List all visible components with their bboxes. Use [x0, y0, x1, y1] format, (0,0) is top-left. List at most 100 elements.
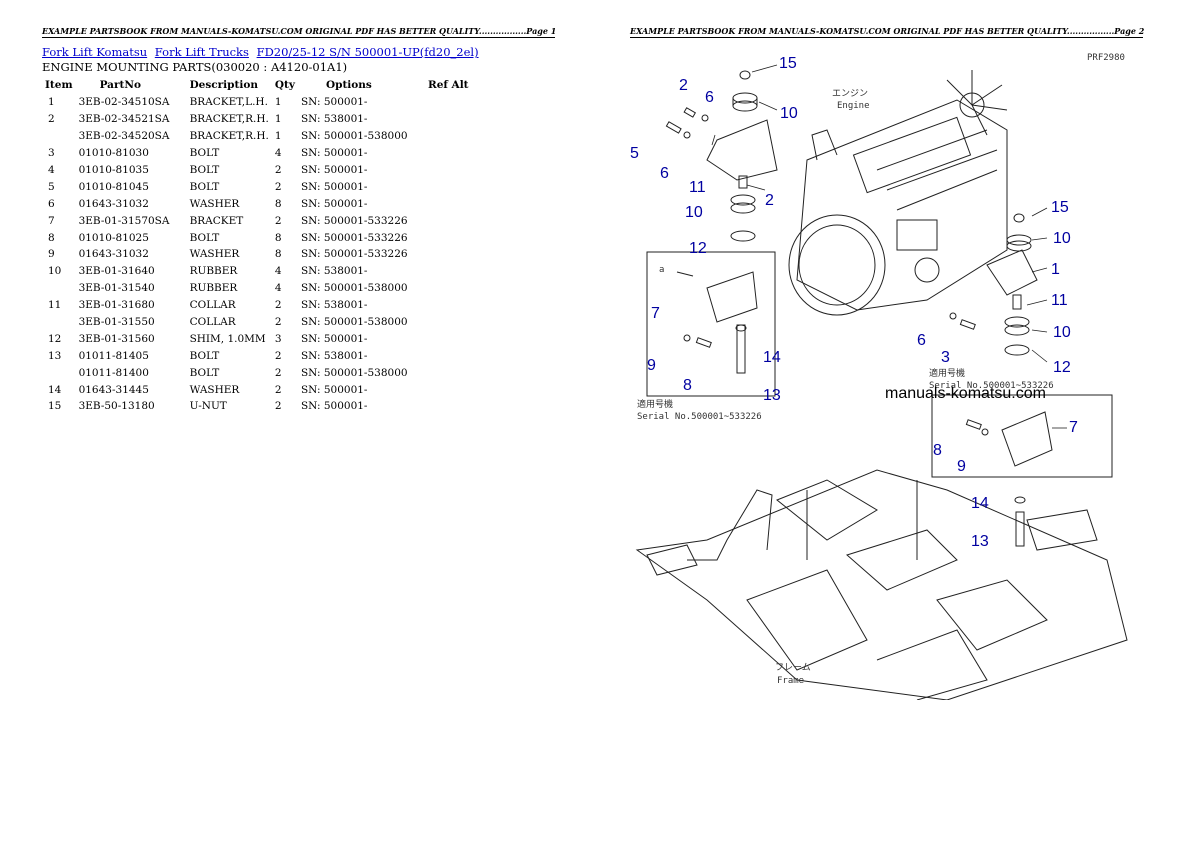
cell-partno: 01011-81405 — [78, 349, 149, 362]
cell-partno: 3EB-01-31640 — [78, 265, 155, 278]
cell-qty: 2 — [274, 180, 282, 193]
column-header-description: Description — [189, 79, 258, 91]
frame-illustration — [635, 469, 1128, 700]
cell-description: WASHER — [189, 197, 240, 210]
frame-label-jp: フレーム — [775, 662, 811, 673]
cell-options: SN: 500001-533226 — [300, 248, 408, 261]
cell-partno: 3EB-01-31680 — [78, 299, 155, 312]
cell-qty: 2 — [274, 164, 282, 176]
cell-qty: 4 — [274, 282, 282, 295]
cell-item: 6 — [48, 197, 55, 210]
cell-options: SN: 538001- — [300, 299, 368, 312]
serial-jp-left: 適用号機 — [637, 398, 673, 410]
callout-9: 9 — [957, 458, 966, 475]
cell-item: 9 — [48, 248, 55, 261]
cell-ref-alt — [425, 195, 472, 212]
detail-a-letter: a — [659, 265, 664, 275]
cell-qty: 2 — [274, 214, 282, 227]
page-header: EXAMPLE PARTSBOOK FROM MANUALS-KOMATSU.C… — [42, 26, 557, 38]
cell-partno: 01643-31032 — [78, 197, 149, 210]
cell-item — [42, 280, 76, 297]
cell-item: 5 — [48, 180, 55, 193]
callout-10: 10 — [1053, 324, 1071, 341]
cell-ref-alt — [425, 246, 472, 263]
cell-ref-alt — [425, 128, 472, 145]
cell-ref-alt — [425, 212, 472, 229]
cell-qty: 2 — [274, 383, 282, 396]
engine-label-jp: エンジン — [832, 89, 868, 99]
cell-options: SN: 500001- — [300, 180, 368, 193]
cell-partno: 01010-81030 — [78, 147, 149, 160]
cell-description: BOLT — [189, 231, 220, 244]
cell-description: BOLT — [189, 147, 220, 160]
cell-options: SN: 538001- — [300, 265, 368, 278]
cell-options: SN: 500001- — [300, 147, 368, 160]
cell-description: BOLT — [189, 180, 220, 193]
cell-item: 4 — [48, 164, 55, 176]
cell-partno: 3EB-02-34520SA — [78, 130, 170, 143]
cell-description: BRACKET — [189, 214, 244, 227]
cell-options: SN: 500001- — [300, 332, 368, 345]
cell-ref-alt — [425, 263, 472, 280]
cell-qty: 1 — [274, 113, 282, 126]
cell-item: 2 — [48, 113, 55, 126]
cell-qty: 8 — [274, 231, 282, 244]
breadcrumb-link-model[interactable]: FD20/25-12 S/N 500001-UP(fd20_2el) — [256, 45, 479, 59]
cell-ref-alt — [425, 398, 472, 415]
cell-partno: 01643-31445 — [78, 383, 149, 396]
cell-ref-alt — [425, 347, 472, 364]
serial-label-right: Serial No.500001~533226 — [929, 381, 1054, 391]
callout-5: 5 — [630, 145, 639, 162]
cell-options: SN: 538001- — [300, 349, 368, 362]
cell-qty: 8 — [274, 248, 282, 261]
callout-11: 11 — [689, 179, 706, 196]
cell-description: BRACKET,R.H. — [189, 130, 269, 143]
detail-a-parts — [676, 271, 758, 374]
cell-item: 11 — [48, 299, 62, 312]
cell-options: SN: 500001-538000 — [300, 282, 408, 295]
cell-description: U-NUT — [189, 400, 227, 413]
callout-10: 10 — [780, 105, 798, 122]
callout-10: 10 — [1053, 230, 1071, 247]
engine-mounting-diagram: PRF2980 エンジン Engine — [630, 53, 1128, 700]
cell-description: BOLT — [189, 164, 220, 176]
callout-12: 12 — [689, 240, 707, 257]
cell-description: RUBBER — [189, 265, 238, 278]
cell-partno: 3EB-50-13180 — [78, 400, 155, 413]
column-header-ref-alt: Ref Alt — [427, 79, 469, 91]
cell-ref-alt — [425, 94, 472, 111]
cell-ref-alt — [425, 364, 472, 381]
cell-options: SN: 500001-533226 — [300, 231, 408, 244]
breadcrumb-link-fork-lift-trucks[interactable]: Fork Lift Trucks — [154, 45, 249, 59]
left-mount-parts — [665, 70, 778, 242]
cell-partno: 01643-31032 — [78, 248, 149, 261]
cell-options: SN: 500001- — [300, 383, 368, 396]
callout-13: 13 — [763, 387, 781, 404]
parts-table: Item PartNo Description Qty Options Ref … — [42, 76, 472, 415]
cell-options: SN: 500001- — [300, 164, 368, 176]
cell-description: BRACKET,R.H. — [189, 113, 269, 126]
breadcrumb-link-fork-lift-komatsu[interactable]: Fork Lift Komatsu — [42, 45, 148, 59]
cell-qty: 4 — [274, 265, 282, 278]
cell-partno: 3EB-02-34510SA — [78, 96, 170, 109]
callout-15: 15 — [779, 55, 797, 72]
diagram-page: EXAMPLE PARTSBOOK FROM MANUALS-KOMATSU.C… — [595, 0, 1190, 842]
cell-options: SN: 500001- — [300, 96, 368, 109]
callout-1: 1 — [1051, 261, 1060, 278]
cell-ref-alt — [425, 111, 472, 128]
cell-options: SN: 500001-533226 — [300, 214, 408, 227]
cell-item: 14 — [48, 383, 62, 396]
cell-ref-alt — [425, 145, 472, 162]
cell-partno: 3EB-01-31570SA — [78, 214, 170, 227]
callout-2: 2 — [765, 192, 774, 209]
